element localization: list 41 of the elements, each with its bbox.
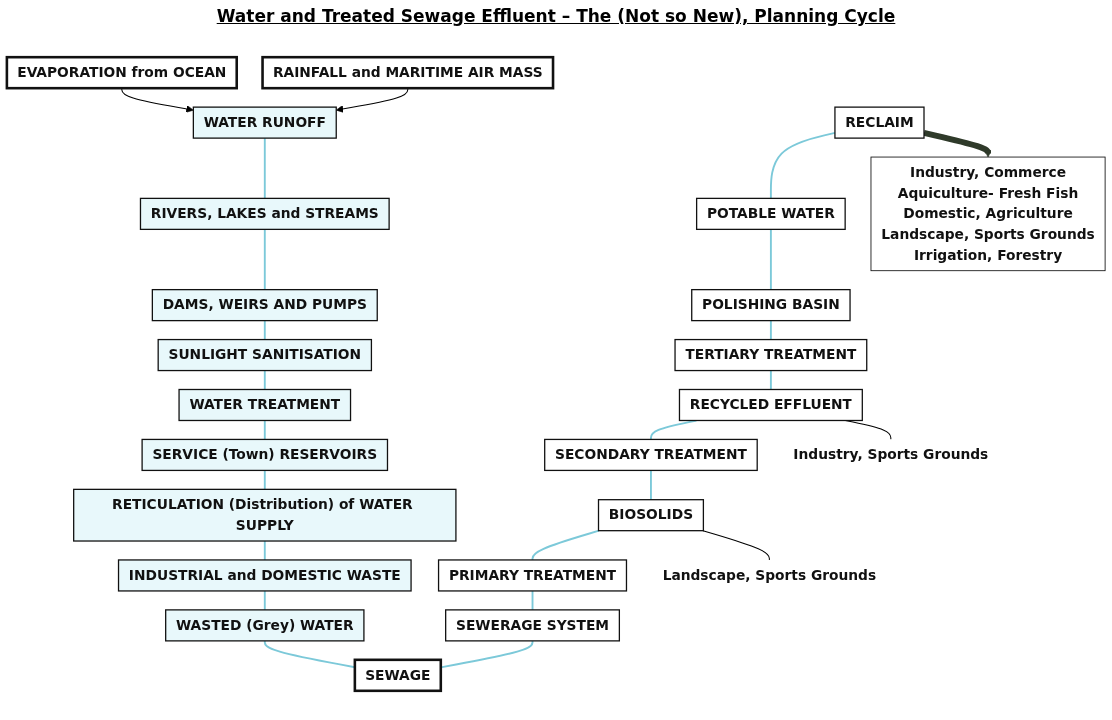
node-box: RECLAIM bbox=[834, 106, 925, 139]
node-box: RECYCLED EFFLUENT bbox=[678, 388, 863, 422]
node-box: PRIMARY TREATMENT bbox=[437, 559, 628, 592]
node-box: RETICULATION (Distribution) of WATER SUPPLY bbox=[73, 488, 457, 542]
connector bbox=[263, 590, 266, 611]
node-box: SEWERAGE SYSTEM bbox=[445, 609, 620, 642]
node-box: TERTIARY TREATMENT bbox=[674, 338, 868, 372]
diagram-title: Water and Treated Sewage Effluent – The (Not so New), Planning Cycle bbox=[216, 6, 896, 26]
node-box: SUNLIGHT SANITISATION bbox=[157, 338, 373, 372]
node-box: POTABLE WATER bbox=[696, 197, 846, 230]
node-box: WATER RUNOFF bbox=[192, 106, 337, 139]
connector bbox=[531, 590, 534, 611]
node-box: EVAPORATION from OCEAN bbox=[5, 55, 238, 90]
node-text: Landscape, Sports Grounds bbox=[662, 566, 877, 584]
connector bbox=[263, 319, 266, 341]
connector bbox=[263, 469, 266, 491]
connector bbox=[769, 228, 772, 291]
connector bbox=[769, 369, 772, 391]
node-box: SECONDARY TREATMENT bbox=[544, 438, 758, 472]
node-box: POLISHING BASIN bbox=[691, 289, 851, 322]
connector bbox=[263, 137, 266, 200]
arrow bbox=[923, 129, 992, 158]
node-box: BIOSOLIDS bbox=[597, 499, 705, 532]
node-box: SERVICE (Town) RESERVOIRS bbox=[141, 438, 389, 472]
connector bbox=[263, 369, 266, 391]
connector bbox=[263, 419, 266, 441]
connector bbox=[650, 469, 652, 501]
node-box: RAINFALL and MARITIME AIR MASS bbox=[261, 55, 555, 90]
node-box: Industry, Commerce Aquiculture- Fresh Fish Domestic, Agriculture Landscape, Sports Grounds Irrigation, Forestry bbox=[870, 156, 1106, 272]
connector bbox=[263, 540, 266, 561]
node-text: Industry, Sports Grounds bbox=[793, 446, 989, 463]
node-box: WATER TREATMENT bbox=[178, 388, 352, 422]
connector bbox=[702, 530, 770, 561]
node-box: RIVERS, LAKES and STREAMS bbox=[139, 197, 390, 230]
node-box: DAMS, WEIRS AND PUMPS bbox=[151, 289, 378, 322]
node-box: INDUSTRIAL and DOMESTIC WASTE bbox=[117, 559, 412, 592]
node-box: WASTED (Grey) WATER bbox=[165, 609, 365, 642]
node-box: SEWAGE bbox=[353, 658, 443, 693]
connector bbox=[531, 529, 600, 561]
connector bbox=[769, 319, 772, 341]
connector bbox=[263, 228, 266, 291]
